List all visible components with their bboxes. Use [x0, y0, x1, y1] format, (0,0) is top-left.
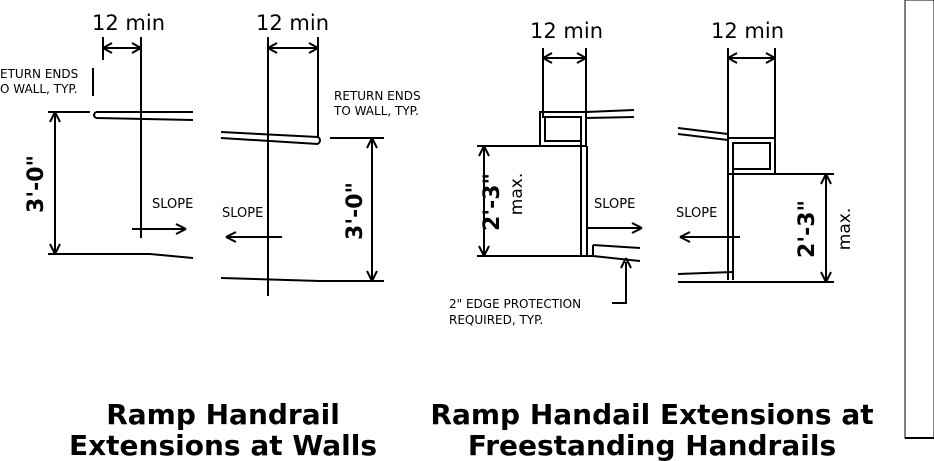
free-left-edge-protection	[592, 244, 641, 256]
free-left-min-label: 12 min	[530, 19, 603, 43]
walls-right-min-arrows	[267, 42, 319, 54]
freestanding-right-detail: 12 min 2'-3" max. SLOPE	[676, 19, 855, 283]
walls-caption-line1: Ramp Handrail	[106, 398, 340, 431]
free-edge-leader	[612, 262, 627, 304]
walls-right-min-label: 12 min	[256, 11, 329, 35]
free-left-slope-arrowhead	[631, 222, 643, 234]
free-left-max-label: max.	[507, 173, 527, 215]
walls-left-rail	[93, 111, 194, 121]
free-left-post	[580, 141, 588, 256]
walls-right-height-arrows	[366, 137, 378, 282]
freestanding-left-detail: 12 min 2'-3" max. SLOPE 2" EDGE PROTECTI…	[449, 19, 643, 327]
walls-left-height-arrows	[49, 111, 61, 255]
free-right-slope-label: SLOPE	[676, 206, 717, 221]
free-left-ramp-surface	[477, 255, 641, 262]
free-right-rail-top	[677, 127, 729, 141]
free-left-rail-top	[585, 109, 635, 119]
walls-right-detail: 12 min RETURN ENDS TO WALL, TYP. 3'-0" S…	[220, 11, 421, 296]
walls-caption-line2: Extensions at Walls	[69, 429, 377, 461]
walls-right-slope-label: SLOPE	[222, 206, 263, 221]
free-caption-line1: Ramp Handail Extensions at	[430, 398, 873, 431]
free-right-min-label: 12 min	[711, 19, 784, 43]
walls-right-return-note-l1: RETURN ENDS	[334, 89, 421, 103]
walls-left-height-label: 3'-0"	[24, 155, 49, 213]
free-right-height-arrows	[820, 173, 832, 283]
walls-right-return-note-l2: TO WALL, TYP.	[333, 104, 419, 118]
walls-left-return-note-l2: O WALL, TYP.	[0, 82, 78, 96]
walls-left-slope-arrowhead	[175, 223, 187, 235]
free-right-rail-loop-inner	[732, 142, 771, 170]
free-left-rail-loop-outer	[539, 111, 587, 147]
free-right-height-label: 2'-3"	[795, 200, 820, 258]
walls-left-detail: 12 min ETURN ENDS O WALL, TYP. 3'-0" SLO…	[0, 11, 194, 259]
right-border-bar	[904, 0, 934, 439]
free-right-min-arrows	[727, 52, 776, 64]
free-left-rail-loop-inner	[544, 116, 582, 142]
free-right-ramp-surface	[677, 271, 834, 283]
walls-right-slope-arrowhead	[225, 231, 237, 243]
free-caption-line2: Freestanding Handrails	[468, 429, 836, 461]
walls-right-ramp-surface	[220, 277, 384, 282]
free-edge-leader-arrow	[620, 257, 632, 269]
free-edge-note-l2: REQUIRED, TYP.	[449, 313, 543, 327]
free-edge-note-l1: 2" EDGE PROTECTION	[449, 297, 581, 311]
walls-left-min-label: 12 min	[92, 11, 165, 35]
walls-right-rail	[220, 131, 321, 145]
walls-left-min-arrows	[102, 42, 142, 54]
free-right-rail-loop-outer	[727, 137, 776, 175]
free-left-slope-label: SLOPE	[594, 197, 635, 212]
free-right-max-label: max.	[835, 208, 855, 250]
walls-left-slope-label: SLOPE	[152, 197, 193, 212]
walls-left-return-note-l1: ETURN ENDS	[0, 67, 78, 81]
free-left-height-arrows	[478, 145, 490, 257]
free-right-post	[727, 169, 734, 280]
walls-right-height-label: 3'-0"	[343, 182, 368, 240]
walls-left-ramp-surface	[48, 253, 194, 259]
free-left-height-label: 2'-3"	[480, 173, 505, 231]
free-right-slope-arrowhead	[679, 231, 691, 243]
free-left-min-arrows	[542, 52, 587, 64]
